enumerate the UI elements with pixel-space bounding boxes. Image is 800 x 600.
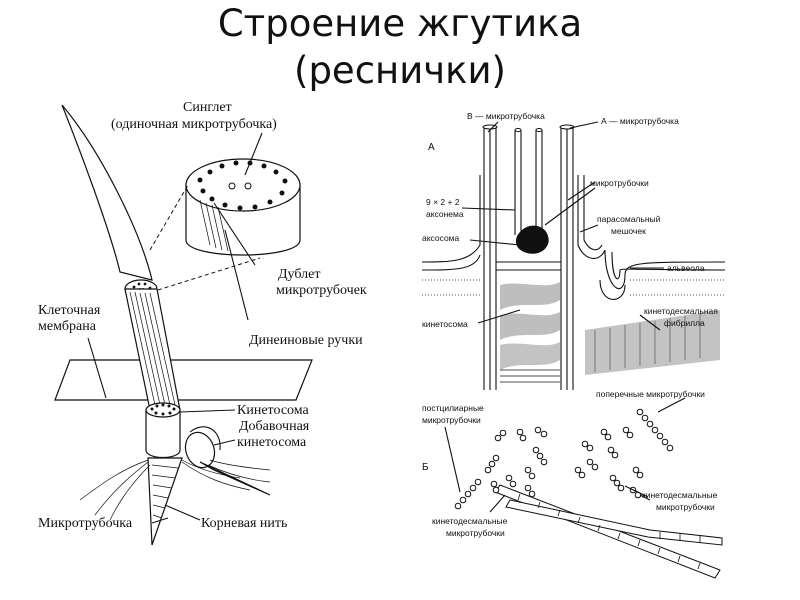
kd-bottom-label-2: микротрубочки bbox=[446, 528, 505, 538]
membrane-label-2: мембрана bbox=[38, 319, 97, 334]
right-top-figure: А В — микротрубочка А — микротрубочка 9 … bbox=[421, 111, 726, 390]
microtubule-label: Микротрубочка bbox=[38, 516, 133, 531]
postciliary-label-2: микротрубочки bbox=[422, 415, 481, 425]
postciliary-label-1: постцилиарные bbox=[422, 403, 484, 413]
kinetosome-label: Кинетосома bbox=[237, 403, 310, 418]
kd-fibril-label-1: кинетодесмальная bbox=[644, 306, 718, 316]
enlarged-cross-section bbox=[185, 158, 301, 256]
parasomal-label-1: парасомальный bbox=[597, 214, 661, 224]
doublet-label-1: Дублет bbox=[278, 267, 320, 282]
kinetosome-top bbox=[145, 402, 181, 418]
left-flagellum-figure: Синглет (одиночная микротрубочка) Дублет… bbox=[38, 100, 367, 546]
title-line-1: Строение жгутика bbox=[217, 2, 583, 45]
panel-b-letter: Б bbox=[422, 462, 429, 473]
panel-a-letter: А bbox=[428, 142, 435, 153]
axosome-blob bbox=[515, 225, 549, 254]
alveola-label: альвеола bbox=[667, 263, 705, 273]
root-label: Корневая нить bbox=[201, 516, 287, 531]
root-fiber bbox=[147, 457, 183, 546]
cell-membrane-plane bbox=[54, 359, 313, 401]
kinetosome-label-right: кинетосома bbox=[422, 319, 468, 329]
kinetosome-cylinder bbox=[145, 409, 181, 459]
axosome-label: аксосома bbox=[422, 233, 460, 243]
singlet-sublabel: (одиночная микротрубочка) bbox=[111, 117, 277, 132]
transverse-label: поперечные микротрубочки bbox=[596, 389, 705, 399]
title-line-2: (реснички) bbox=[294, 49, 506, 92]
flagellum-tip bbox=[61, 104, 153, 281]
microtubules-label: микротрубочки bbox=[590, 178, 649, 188]
doublet-label-2: микротрубочек bbox=[276, 283, 367, 298]
dynein-label: Динеиновые ручки bbox=[249, 333, 363, 348]
extra-kinetosome-label-2: кинетосома bbox=[237, 435, 307, 450]
singlet-label: Синглет bbox=[183, 100, 232, 115]
b-tubule-label: В — микротрубочка bbox=[467, 111, 545, 121]
right-bottom-figure: Б постцилиарные микротрубочки поперечные… bbox=[422, 389, 723, 579]
kd-right-label-2: микротрубочки bbox=[656, 502, 715, 512]
kd-fibril-label-2: фибрилла bbox=[664, 318, 705, 328]
extra-kinetosome bbox=[184, 431, 216, 469]
kd-right-label-1: кинетодесмальные bbox=[642, 490, 718, 500]
kinetodesmal-fibril bbox=[585, 310, 720, 375]
axoneme-label-1: 9 × 2 + 2 bbox=[426, 197, 460, 207]
parasomal-label-2: мешочек bbox=[611, 226, 646, 236]
axoneme-label-2: аксонема bbox=[426, 209, 464, 219]
kd-bottom-label-1: кинетодесмальные bbox=[432, 516, 508, 526]
root-fiber-2 bbox=[199, 461, 271, 496]
a-tubule-label: А — микротрубочка bbox=[601, 116, 679, 126]
extra-kinetosome-label-1: Добавочная bbox=[239, 419, 310, 434]
membrane-label-1: Клеточная bbox=[38, 303, 101, 318]
